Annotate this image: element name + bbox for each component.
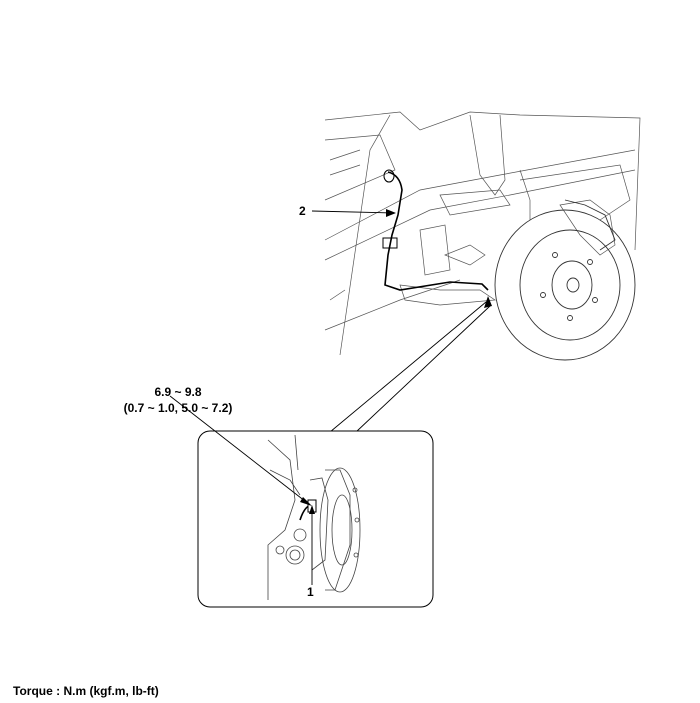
torque-value-alt: (0.7 ~ 1.0, 5.0 ~ 7.2) [123,401,233,415]
torque-value-nm: 6.9 ~ 9.8 [154,385,202,399]
detail-inset [197,430,434,608]
torque-units-note: Torque : N.m (kgf.m, lb-ft) [13,684,159,698]
callout-1: 1 [307,585,314,599]
inset-illustration [267,434,361,600]
callout-2: 2 [299,204,306,218]
torque-leader-line [169,395,311,506]
sensor-cable [384,171,489,291]
chassis-illustration [324,111,641,356]
item2-leader-line [311,210,395,214]
brake-disc [494,199,636,361]
